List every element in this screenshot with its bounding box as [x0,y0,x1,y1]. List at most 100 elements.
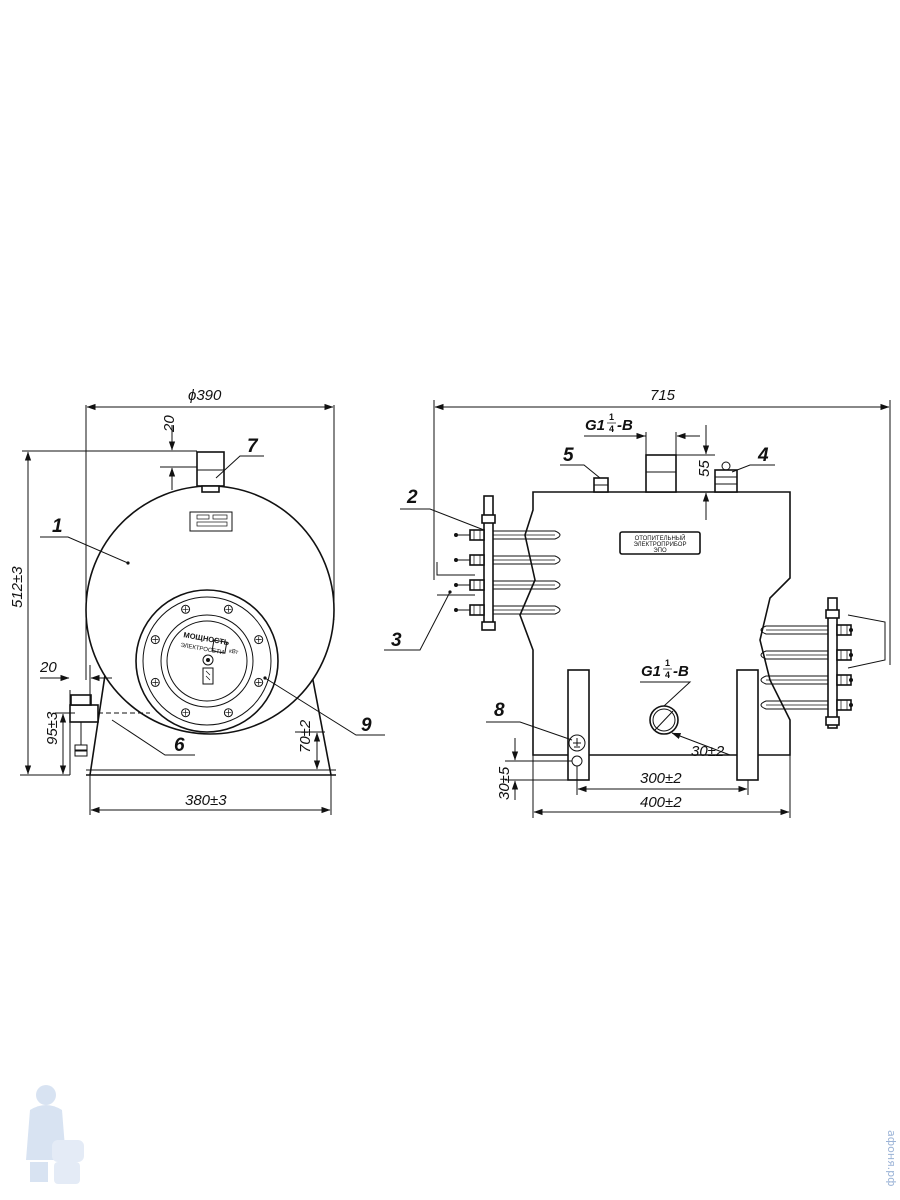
left-leg [567,669,590,781]
top-thread-suffix: -B [617,417,633,434]
nameplate-line-1: ОТОПИТЕЛЬНЫЙ [635,534,686,542]
flange-bolts [150,604,264,718]
callout-9: 9 [263,676,385,736]
dim-inlet-height-label: 95±3 [44,711,61,745]
flange-bolt [181,708,191,718]
part-label-4: 4 [757,445,769,466]
left-heater-assembly [436,495,561,631]
dim-ground-height-label: 30±5 [496,766,513,800]
part-label-7: 7 [247,436,259,457]
heating-element [454,604,561,616]
callout-6: 6 [111,719,195,756]
dim-base-width-label: 380±3 [185,792,227,809]
dim-leg-spacing: 300±2 [576,766,749,795]
flange-bolt [150,635,160,645]
dim-ground-height: 30±5 [496,738,572,800]
heating-element [760,649,853,661]
inlet-pipe [69,694,150,723]
heating-element [760,699,853,711]
flange-bolt [223,604,233,614]
heating-element [760,624,853,636]
dim-outlet-offset: 20 [39,659,112,775]
callout-7: 7 [215,436,264,479]
part-label-3: 3 [391,630,402,651]
part-label-9: 9 [361,715,372,736]
top-outlet-pipe [196,451,225,493]
flange-bolt [150,677,160,687]
valve-4 [714,461,738,493]
callout-1: 1 [40,516,130,565]
dim-pipe-height-label: 20 [161,415,178,433]
flange-bolt [254,635,264,645]
dim-top-pipe-height: 55 [676,425,715,520]
mascot-logo [26,1085,84,1184]
callout-8: 8 [486,700,573,741]
bottom-thread-suffix: -B [673,663,689,680]
part-label-2: 2 [406,487,418,508]
inlet-nuts [74,722,88,757]
callout-5: 5 [560,445,601,479]
flange-nut [825,716,840,726]
heater-flange: МОЩНОСТЬ ЭЛЕКТРОСЕТИ кВт [135,589,279,733]
flange-bolt [254,677,264,687]
dim-total-height-label: 512±3 [9,566,26,608]
callout-3: 3 [384,590,452,651]
callout-2: 2 [400,487,485,531]
dim-total-length: 715 [433,387,891,665]
bottom-thread-main: G1 [641,663,661,680]
dim-inlet-height: 95±3 [44,711,88,775]
heating-element [760,674,853,686]
flange-bolt [181,604,191,614]
front-nameplate [189,511,233,532]
bottom-thread-den: 4 [665,670,670,680]
flange-bolt [223,708,233,718]
dim-body-length-label: 400±2 [640,794,682,811]
top-thread-main: G1 [585,417,605,434]
top-thread-den: 4 [609,424,614,434]
part-label-5: 5 [563,445,574,466]
dim-drain-offset: 30±2 [671,732,731,760]
side-view: ОТОПИТЕЛЬНЫЙ ЭЛЕКТРОПРИБОР ЭПО [384,387,891,818]
left-heating-elements [454,514,561,631]
flange-unit: кВт [229,649,239,657]
top-pipe-side [645,432,677,493]
part-label-8: 8 [494,700,505,721]
dim-stand-height-label: 70±2 [297,719,314,753]
dim-total-length-label: 715 [650,387,676,404]
top-thread-num: 1 [609,412,614,422]
plug-5 [593,477,609,493]
front-view: МОЩНОСТЬ ЭЛЕКТРОСЕТИ кВт ϕ390 20 [9,387,385,815]
dim-outlet-offset-label: 20 [39,659,57,676]
indicator-lamp-icon [202,654,214,666]
callout-4: 4 [731,445,775,473]
switch-icon [202,667,214,685]
flange-nut [481,514,496,524]
flange-nut [481,621,496,631]
nameplate-line-2: ЭЛЕКТРОПРИБОР [634,542,687,548]
right-heating-elements [760,609,853,726]
dim-leg-spacing-label: 300±2 [640,770,682,787]
bottom-thread-label: G1 1 4 -B [640,658,692,707]
heating-element [454,554,561,566]
heating-element [454,579,561,591]
dim-diameter-label: ϕ390 [188,387,222,404]
watermark-text: афоня.рф [885,1130,898,1187]
dim-body-length: 400±2 [532,755,791,818]
right-heater-assembly [760,597,886,729]
dim-pipe-height: 20 [22,415,197,490]
dim-drain-offset-label: 30±2 [691,743,725,760]
dim-stand-height: 70±2 [295,719,325,770]
bottom-thread-num: 1 [665,658,670,668]
dim-total-height: 512±3 [9,451,70,776]
heating-element [454,529,561,541]
flange-nut [825,609,840,619]
side-nameplate: ОТОПИТЕЛЬНЫЙ ЭЛЕКТРОПРИБОР ЭПО [619,531,701,555]
nameplate-line-3: ЭПО [653,548,667,554]
dim-base-width: 380±3 [89,775,332,815]
part-label-1: 1 [52,516,63,537]
dim-diameter: ϕ390 [85,387,335,680]
part-label-6: 6 [174,735,185,756]
dim-top-pipe-height-label: 55 [696,460,713,477]
right-leg [736,669,759,781]
